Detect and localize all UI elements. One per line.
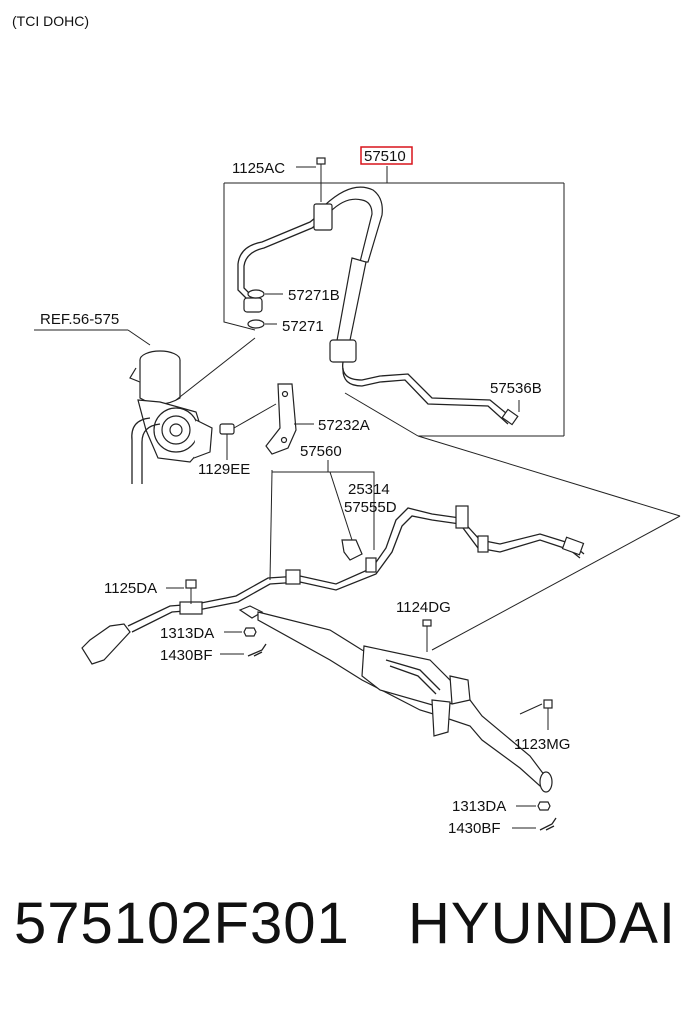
callout-57510: 57510 — [364, 148, 406, 165]
group-frame-57510 — [223, 166, 565, 437]
callout-57271: 57271 — [282, 318, 324, 335]
bolt-1125AC-icon — [316, 157, 326, 202]
pin-1430BF-left-icon — [220, 643, 267, 657]
hose-57555D-icon — [365, 557, 377, 573]
power-steering-pump-icon — [34, 329, 256, 484]
callout-ref-56-575: REF.56-575 — [40, 311, 119, 328]
callout-1313DA-left: 1313DA — [160, 625, 214, 642]
callout-1125DA: 1125DA — [104, 580, 157, 597]
bolt-1123MG-icon — [543, 699, 553, 730]
engine-note: (TCI DOHC) — [12, 13, 89, 29]
callout-1313DA-right: 1313DA — [452, 798, 506, 815]
bolt-1124DG-icon — [422, 619, 432, 652]
nut-1313DA-right-icon — [516, 801, 551, 811]
callout-1129EE: 1129EE — [198, 461, 250, 478]
group-frame-57560 — [269, 435, 681, 651]
pin-1430BF-right-icon — [512, 817, 557, 831]
callout-1430BF-left: 1430BF — [160, 647, 213, 664]
clamp-25314-icon — [341, 539, 363, 561]
steering-gear-box-icon — [238, 605, 553, 793]
callout-57536B: 57536B — [490, 380, 542, 397]
pressure-hose — [237, 186, 519, 426]
callout-57560: 57560 — [300, 443, 342, 460]
callout-1124DG: 1124DG — [396, 599, 451, 616]
callout-57555D: 57555D — [344, 499, 397, 516]
part-number: 575102F301 — [14, 891, 350, 956]
callout-25314: 25314 — [348, 481, 390, 498]
bracket-57232A-icon — [265, 383, 314, 455]
bolt-1125DA-icon — [166, 579, 197, 604]
callout-1123MG: 1123MG — [514, 736, 570, 753]
parts-diagram: (TCI DOHC) — [12, 13, 681, 837]
washer-57271B-icon — [247, 289, 283, 299]
nut-1313DA-left-icon — [224, 627, 257, 637]
washer-57271-icon — [247, 319, 277, 329]
callout-1125AC: 1125AC — [232, 160, 285, 177]
callout-57271B: 57271B — [288, 287, 340, 304]
callout-57232A: 57232A — [318, 417, 370, 434]
bolt-1129EE-icon — [219, 403, 277, 460]
brand-name: HYUNDAI — [408, 891, 677, 956]
callout-1430BF-right: 1430BF — [448, 820, 501, 837]
callout-57510-highlight — [360, 146, 413, 165]
return-line — [81, 505, 585, 665]
